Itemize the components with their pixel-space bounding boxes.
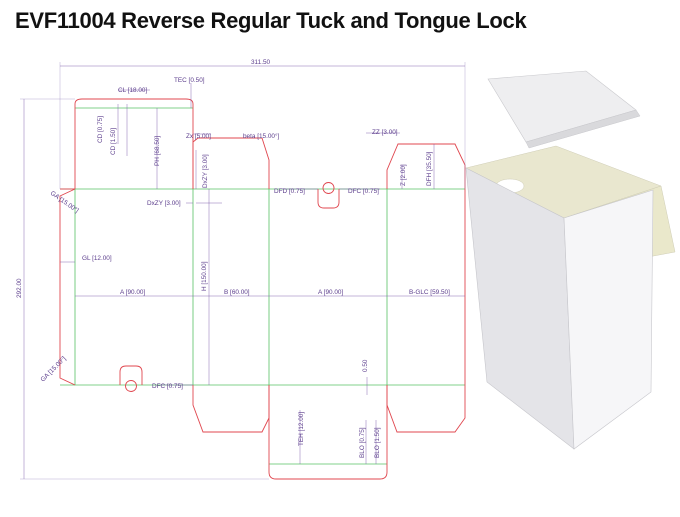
tec-label: TEC [0.50]: [174, 77, 205, 84]
ph-label: PH [68.50]: [154, 136, 161, 166]
dxzy-label: DxZY [3.00]: [147, 200, 181, 207]
dfc-top-label: DFC [0.75]: [348, 188, 379, 195]
cd-label-1: CD [0.75]: [97, 116, 104, 143]
dfh-label: DFH [35.50]: [426, 151, 433, 186]
dxzy-vertical-label: DxZY [3.00]: [202, 154, 209, 188]
lock-hole-top: [322, 182, 335, 194]
dfc-bottom-label: DFC [0.75]: [152, 383, 183, 390]
bottom-left-dust-flap-outline: [192, 385, 270, 433]
h-label: H [150.00]: [201, 261, 208, 291]
b-label: B [60.00]: [224, 289, 250, 296]
overall-height-label: 292.00: [16, 278, 23, 298]
ga-top-label: GA [15.00°]: [49, 189, 81, 214]
top-dust-flap-outline: [192, 137, 270, 189]
glue-flap-outline: [59, 188, 76, 386]
dimension-labels: 311.50 292.00 TEC [0.50] CL [18.00] CD […: [16, 59, 450, 458]
gl-label: GL [12.00]: [82, 255, 112, 262]
b-glc-label: B-GLC [59.50]: [409, 289, 450, 296]
cd-label-2: CD [1.50]: [110, 128, 117, 155]
top-tuck-flap-outline: [74, 98, 194, 189]
box-right-panel: [563, 189, 654, 450]
zx-label: Zx [5.00]: [186, 133, 211, 140]
zz-label: ZZ [3.00]: [372, 129, 398, 136]
z-label: Z [2.00]: [400, 164, 407, 186]
dfd-label: DFD [0.75]: [274, 188, 305, 195]
overall-width-label: 311.50: [251, 59, 271, 66]
tongue-lock-top: [317, 189, 340, 209]
dimension-lines: [20, 62, 466, 480]
a1-label: A [90.00]: [120, 289, 145, 296]
a2-label: A [90.00]: [318, 289, 343, 296]
cut-lines: [59, 98, 466, 480]
blo-label-2: BLO [1.50]: [374, 427, 381, 458]
bottom-right-dust-flap-outline: [386, 385, 466, 433]
half-label: 0.50: [362, 359, 369, 372]
bottom-tuck-flap-outline: [268, 385, 388, 480]
cl-label: CL [18.00]: [118, 87, 147, 94]
teh-label: TEH [12.00]: [298, 412, 305, 446]
tongue-lock-bottom: [119, 365, 143, 385]
blo-label-1: BLO [0.75]: [359, 427, 366, 458]
lock-hole-bottom: [125, 380, 137, 392]
ga-bottom-label: GA [15.00°]: [39, 354, 68, 383]
box-3d-render: [465, 70, 676, 450]
beta-label: beta [15.00°]: [243, 132, 280, 140]
crease-lines: [60, 107, 465, 465]
page-title: EVF11004 Reverse Regular Tuck and Tongue…: [15, 8, 527, 33]
